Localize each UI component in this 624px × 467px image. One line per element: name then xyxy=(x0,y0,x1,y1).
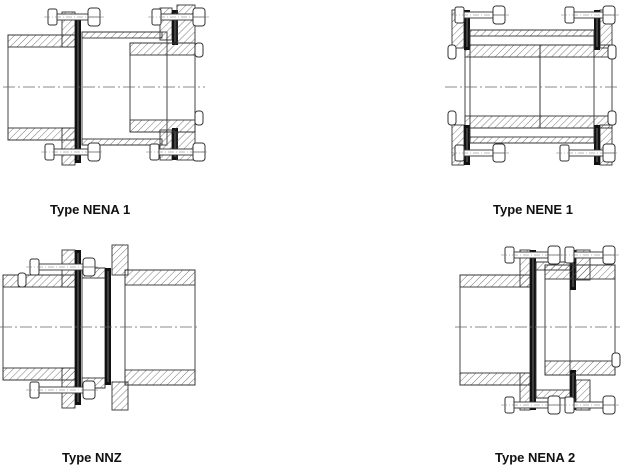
small-bolt xyxy=(447,110,457,126)
hub-wall xyxy=(124,269,196,286)
flange xyxy=(111,381,129,411)
hub-wall xyxy=(129,119,196,133)
small-bolt xyxy=(194,42,204,58)
spacer-wall xyxy=(469,29,595,37)
drawing-type-nena-1 xyxy=(3,4,209,166)
small-bolt xyxy=(17,272,27,288)
drawing-type-nene-1 xyxy=(445,5,620,166)
center-ring xyxy=(81,267,106,389)
spacer-sleeve xyxy=(535,261,571,399)
small-bolt xyxy=(607,44,617,60)
spacer-wall xyxy=(81,31,163,39)
hub-outline xyxy=(459,274,531,386)
hub-wall xyxy=(129,42,196,56)
drawing-type-nnz xyxy=(0,244,200,411)
hub-outline xyxy=(124,269,196,386)
small-bolt xyxy=(611,352,621,368)
small-bolt xyxy=(607,110,617,126)
flange xyxy=(159,129,173,161)
hub-outline xyxy=(544,264,616,376)
flange xyxy=(61,127,76,166)
hub-wall xyxy=(544,264,616,280)
flange xyxy=(111,244,129,276)
hub-wall xyxy=(464,44,541,58)
hub-outline xyxy=(2,274,76,381)
drawing-type-nena-2 xyxy=(455,245,621,415)
flange xyxy=(176,4,196,44)
flange xyxy=(159,7,173,41)
small-bolt xyxy=(447,44,457,60)
label-type-nena-1: Type NENA 1 xyxy=(50,202,131,217)
label-type-nnz: Type NNZ xyxy=(62,450,122,465)
spacer-wall xyxy=(469,136,595,144)
label-type-nena-2: Type NENA 2 xyxy=(495,450,576,465)
hub-outline xyxy=(7,34,76,141)
hub-wall xyxy=(459,372,531,386)
label-type-nene-1: Type NENE 1 xyxy=(493,202,573,217)
hub-wall xyxy=(459,274,531,288)
hub-wall xyxy=(544,360,616,376)
small-bolt xyxy=(194,110,204,126)
flange xyxy=(176,131,196,161)
hub-outline xyxy=(129,42,196,133)
hub-wall xyxy=(124,369,196,386)
hub-wall xyxy=(464,115,541,129)
